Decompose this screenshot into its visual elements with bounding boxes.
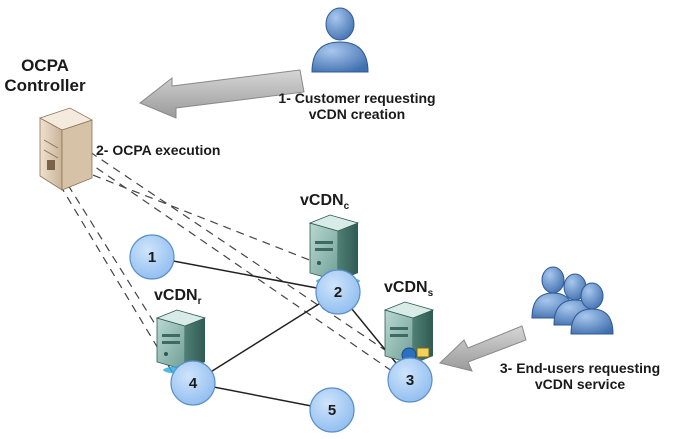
- server-s-label: vCDNs: [384, 279, 433, 300]
- server-s-icon: [383, 301, 435, 365]
- control-link-to-server-c: [79, 169, 336, 271]
- control-link-to-node-3: [84, 159, 406, 381]
- controller-title: OCPA Controller: [0, 56, 90, 95]
- step2-label: 2- OCPA execution: [96, 142, 220, 158]
- node-5-label: 5: [328, 402, 336, 419]
- request-arrow-customer: [139, 69, 305, 119]
- step3-line1: 3- End-users requesting: [499, 360, 661, 376]
- server-r-label-sub: r: [197, 296, 202, 308]
- step1-label: 1- Customer requesting vCDN creation: [262, 90, 452, 122]
- control-links: [59, 151, 406, 386]
- node-5: 5: [309, 387, 355, 433]
- node-1-label: 1: [148, 249, 156, 266]
- node-4: 4: [170, 360, 216, 406]
- server-c-icon: [308, 214, 360, 285]
- node-4-label: 4: [189, 375, 198, 392]
- step1-line1: 1- Customer requesting: [278, 90, 436, 106]
- nodes: 1 2 3 4 5: [129, 234, 433, 433]
- server-r-label-base: vCDN: [154, 287, 198, 304]
- server-c-label-base: vCDN: [300, 192, 344, 209]
- node-3-label: 3: [406, 372, 414, 389]
- node-1: 1: [129, 234, 175, 280]
- controller-title-line2: Controller: [4, 75, 86, 95]
- node-3: 3: [387, 357, 433, 403]
- request-arrow-end-users: [439, 325, 527, 372]
- node-2-label: 2: [334, 284, 342, 301]
- control-link-to-server-r: [67, 184, 166, 341]
- step3-line2: vCDN service: [534, 376, 626, 393]
- control-link-to-server-s: [89, 151, 386, 351]
- link-4-5: [192, 382, 333, 411]
- link-2-4: [192, 291, 339, 384]
- server-rack-icon: [39, 107, 93, 191]
- server-c-label-sub: c: [343, 201, 350, 213]
- people-group-icon: [531, 266, 614, 335]
- server-r-label: vCDNr: [154, 287, 201, 308]
- server-s-label-sub: s: [427, 288, 434, 300]
- person-icon: [311, 7, 369, 73]
- step3-label: 3- End-users requesting vCDN service: [488, 360, 672, 392]
- link-1-2: [151, 256, 339, 293]
- node-2: 2: [315, 269, 361, 315]
- step1-line2: vCDN creation: [308, 106, 406, 123]
- control-link-to-node-4: [59, 184, 181, 386]
- server-s-label-base: vCDN: [384, 279, 428, 296]
- controller-title-line1: OCPA: [21, 56, 69, 75]
- step2-text: 2- OCPA execution: [96, 142, 221, 158]
- server-c-label: vCDNc: [300, 192, 349, 213]
